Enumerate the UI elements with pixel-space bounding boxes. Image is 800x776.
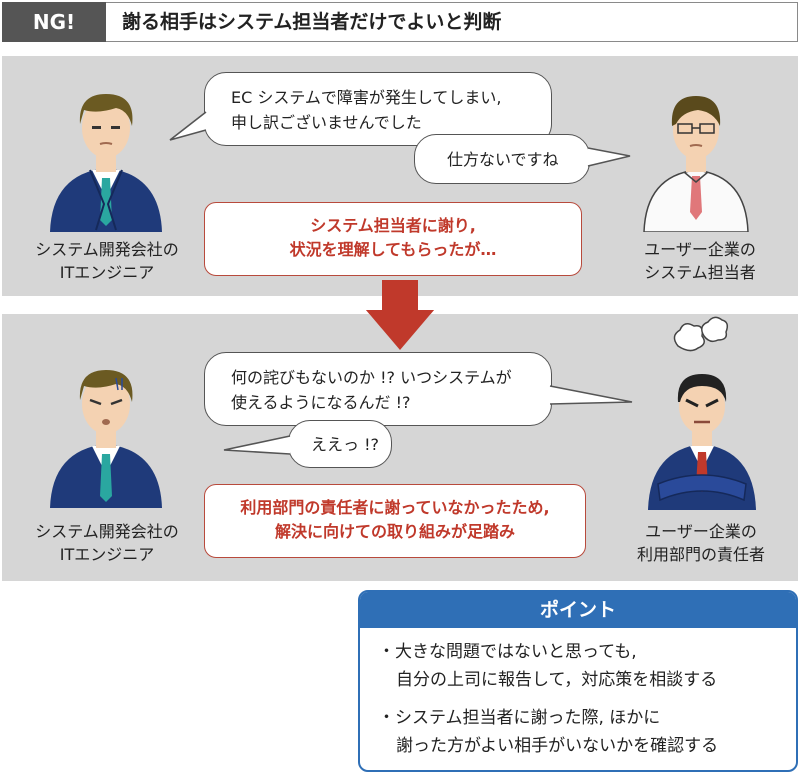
bubble-line: ええっ !?	[311, 435, 379, 454]
callout-line: 状況を理解してもらったが…	[289, 240, 497, 259]
bubble-line: 申し訳ございませんでした	[231, 113, 422, 132]
point-line: 自分の上司に報告して，対応策を相談する	[396, 670, 718, 690]
label-line: ITエンジニア	[59, 545, 155, 564]
callout-line: 利用部門の責任者に謝っていなかったため,	[240, 498, 550, 517]
point-item: ・システム担当者に謝った際, ほかに 謝った方がよい相手がいないかを確認する	[378, 704, 718, 760]
bubble-line: 何の詫びもないのか !? いつシステムが	[231, 368, 512, 387]
label-line: ユーザー企業の	[645, 522, 757, 541]
point-box: ポイント ・大きな問題ではないと思っても, 自分の上司に報告して，対応策を相談す…	[358, 590, 798, 772]
bubble-line: 使えるようになるんだ !?	[231, 393, 411, 412]
label-line: ユーザー企業の	[644, 240, 756, 259]
bubble-line: 仕方ないですね	[447, 150, 559, 169]
user-staff-label: ユーザー企業の システム担当者	[610, 238, 790, 284]
speech-bubble-user-reply: 仕方ないですね	[414, 134, 590, 184]
label-line: システム開発会社の	[35, 240, 179, 259]
bubble-tail	[587, 147, 631, 167]
down-arrow-icon	[366, 280, 434, 350]
bubble-tail	[549, 385, 633, 405]
point-line: ・システム担当者に謝った際, ほかに	[378, 708, 661, 728]
bubble-tail	[169, 111, 207, 141]
engineer-label-scene1: システム開発会社の ITエンジニア	[14, 238, 200, 284]
label-line: ITエンジニア	[59, 263, 155, 282]
point-line: ・大きな問題ではないと思っても,	[378, 642, 637, 662]
result-callout-scene2: 利用部門の責任者に謝っていなかったため, 解決に向けての取り組みが足踏み	[204, 484, 586, 558]
result-callout-scene1: システム担当者に謝り, 状況を理解してもらったが…	[204, 202, 582, 276]
bubble-tail	[223, 435, 291, 455]
user-staff-figure	[643, 96, 749, 232]
speech-bubble-engineer-surprise: ええっ !?	[288, 420, 392, 468]
engineer-figure-scene2	[50, 370, 162, 508]
ng-badge: NG!	[2, 2, 106, 42]
engineer-label-scene2: システム開発会社の ITエンジニア	[14, 520, 200, 566]
point-title: ポイント	[360, 592, 796, 628]
point-line: 謝った方がよい相手がいないかを確認する	[396, 736, 719, 756]
engineer-figure-scene1	[50, 94, 162, 232]
page-title: 謝る相手はシステム担当者だけでよいと判断	[122, 11, 502, 33]
point-item: ・大きな問題ではないと思っても, 自分の上司に報告して，対応策を相談する	[378, 638, 717, 694]
label-line: システム開発会社の	[35, 522, 179, 541]
header-bar	[2, 2, 798, 42]
speech-bubble-engineer-apology: EC システムで障害が発生してしまい, 申し訳ございませんでした	[204, 72, 552, 146]
label-line: 利用部門の責任者	[636, 545, 765, 564]
label-line: システム担当者	[644, 263, 756, 282]
manager-figure	[648, 316, 756, 510]
manager-label: ユーザー企業の 利用部門の責任者	[608, 520, 794, 566]
speech-bubble-manager-anger: 何の詫びもないのか !? いつシステムが 使えるようになるんだ !?	[204, 352, 552, 426]
callout-line: 解決に向けての取り組みが足踏み	[274, 522, 515, 541]
callout-line: システム担当者に謝り,	[310, 216, 476, 235]
bubble-line: EC システムで障害が発生してしまい,	[231, 88, 502, 107]
